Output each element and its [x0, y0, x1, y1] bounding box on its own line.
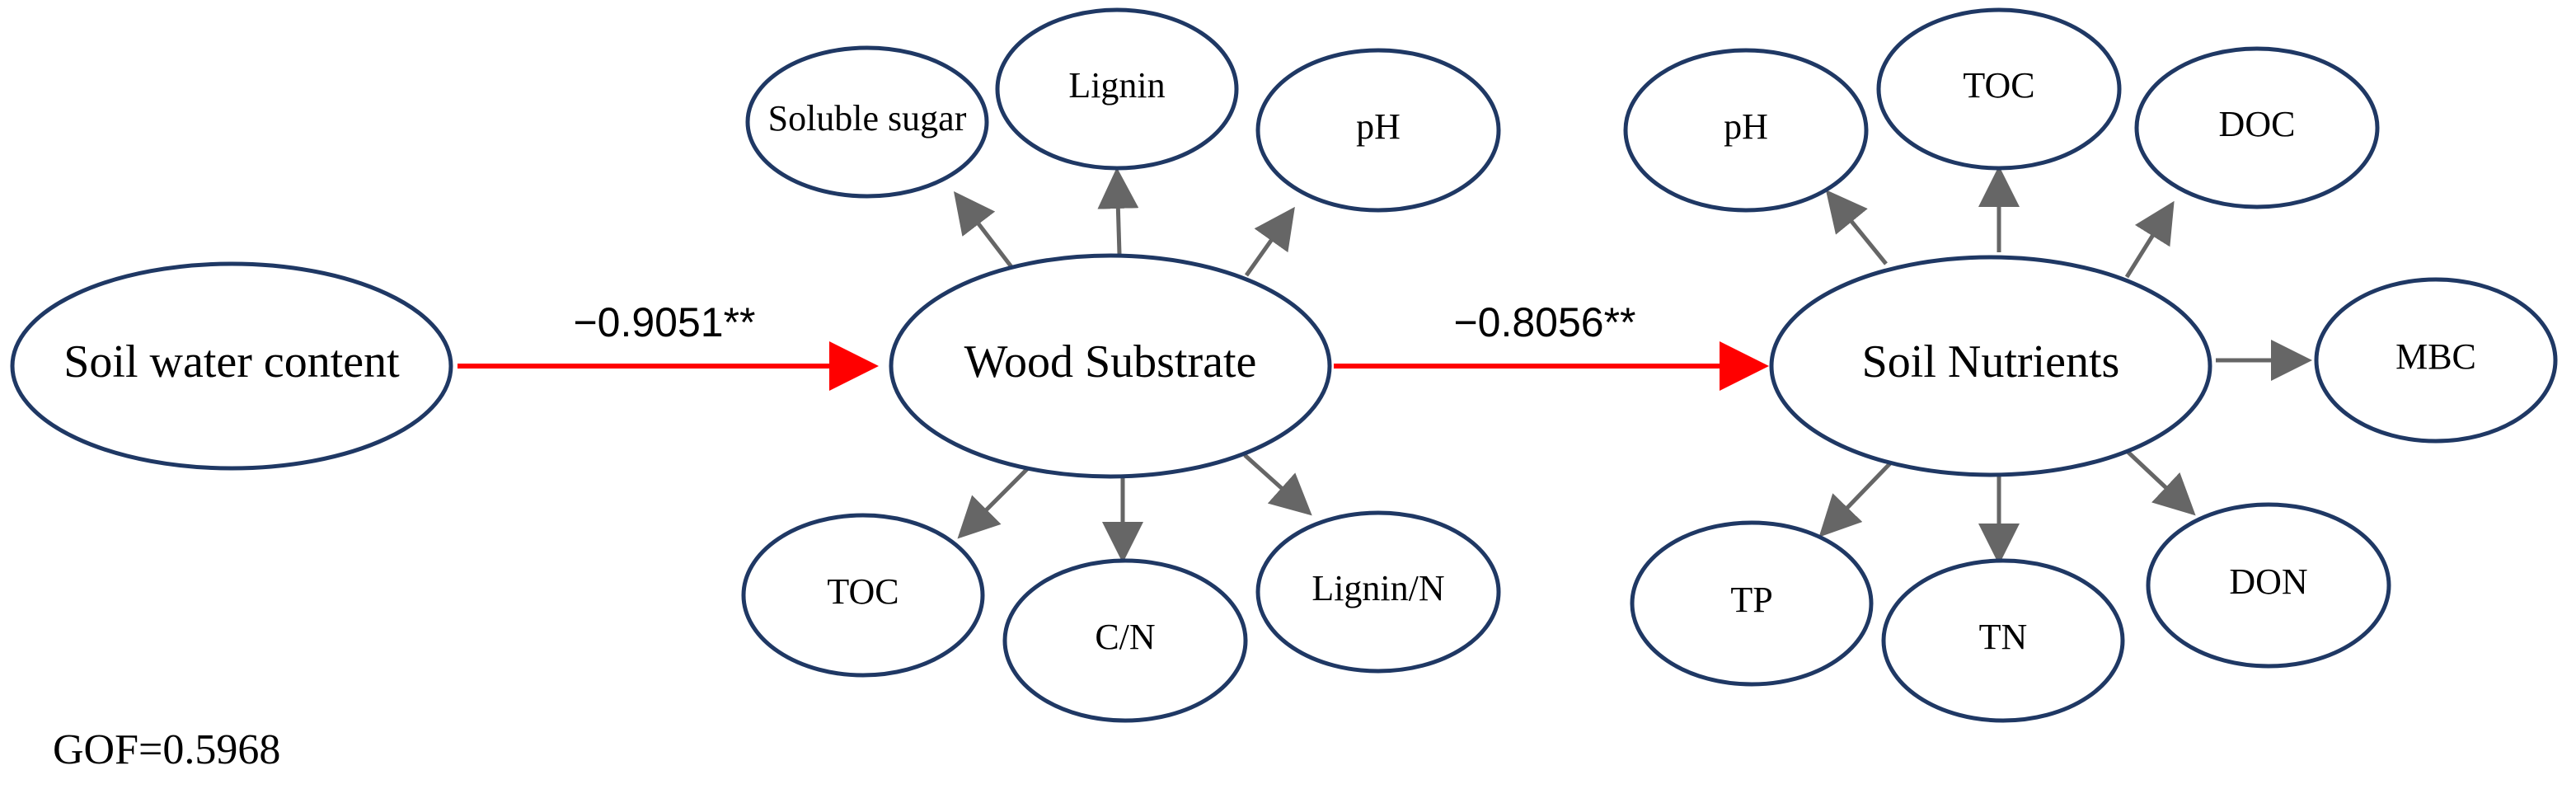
node-soil-nutrients: Soil Nutrients	[1769, 255, 2212, 477]
loading-arrow-wood-lignin-n	[1243, 453, 1312, 516]
node-label-soil-doc: DOC	[2219, 104, 2296, 144]
node-soil-water-content: Soil water content	[10, 261, 453, 471]
node-label-wood-lignin: Lignin	[1068, 65, 1165, 106]
node-wood-lignin: Lignin	[995, 7, 1239, 171]
node-soil-ph: pH	[1623, 48, 1869, 213]
node-label-wood-toc: TOC	[827, 571, 899, 612]
node-wood-soluble-sugar: Soluble sugar	[745, 45, 989, 199]
node-wood-lignin-n: Lignin/N	[1255, 510, 1501, 674]
path-coef-wood-to-soil: −0.8056**	[1453, 299, 1635, 345]
node-label-soil-tp: TP	[1730, 580, 1772, 620]
node-wood-toc: TOC	[741, 513, 985, 678]
node-label-soil-mbc: MBC	[2395, 336, 2476, 377]
node-soil-mbc: MBC	[2314, 277, 2558, 444]
node-wood-ph: pH	[1255, 48, 1501, 213]
loading-arrow-wood-toc	[957, 463, 1034, 539]
node-label-wood-cn: C/N	[1095, 617, 1155, 657]
node-soil-don: DON	[2146, 502, 2391, 669]
node-soil-doc: DOC	[2134, 46, 2380, 209]
node-label-soil-ph: pH	[1724, 106, 1768, 147]
node-label-soil-don: DON	[2229, 561, 2307, 602]
node-label-wood-ph: pH	[1356, 106, 1401, 147]
loading-arrow-wood-ph	[1244, 206, 1295, 277]
loading-arrow-soil-don	[2123, 448, 2196, 516]
node-soil-toc: TOC	[1876, 7, 2122, 171]
node-soil-tn: TN	[1881, 558, 2125, 723]
node-label-wood-substrate: Wood Substrate	[964, 336, 1257, 387]
node-label-soil-water-content: Soil water content	[63, 336, 400, 387]
node-label-wood-lignin-n: Lignin/N	[1311, 568, 1444, 608]
gof-label: GOF=0.5968	[53, 726, 281, 773]
loading-arrow-soil-tp	[1818, 460, 1893, 538]
loading-arrow-soil-ph	[1825, 190, 1888, 265]
node-label-wood-soluble-sugar: Soluble sugar	[768, 98, 967, 139]
loading-arrow-wood-lignin	[1097, 167, 1139, 255]
node-wood-cn: C/N	[1002, 558, 1248, 723]
loading-arrow-soil-doc	[2124, 200, 2175, 279]
node-soil-tp: TP	[1630, 520, 1874, 687]
loading-arrow-wood-soluble-sugar	[953, 191, 1014, 270]
node-label-soil-tn: TN	[1979, 617, 2028, 657]
path-coef-water-to-wood: −0.9051**	[573, 299, 755, 345]
node-wood-substrate: Wood Substrate	[889, 253, 1332, 479]
node-label-soil-nutrients: Soil Nutrients	[1862, 336, 2120, 387]
node-label-soil-toc: TOC	[1963, 65, 2034, 106]
